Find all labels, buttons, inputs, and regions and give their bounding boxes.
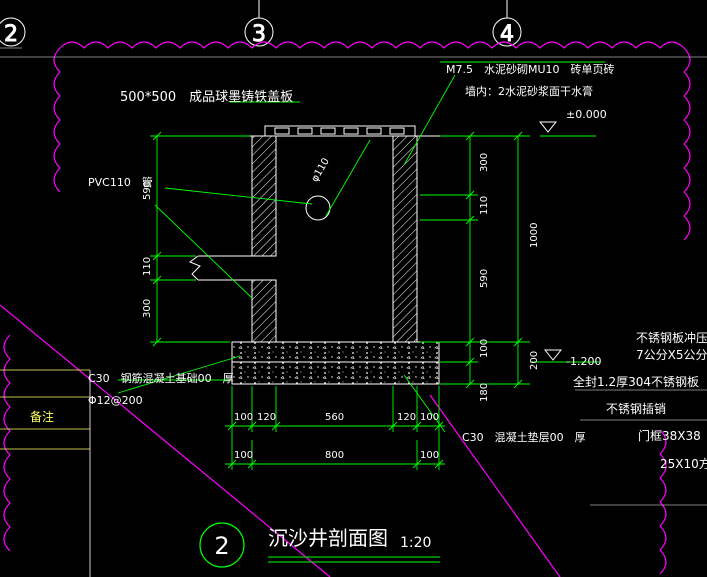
dim-b1-100b: 100 [420, 412, 439, 423]
wall-spec-line1[interactable]: M7.5 水泥砂砌MU10 砖单页砖 [446, 62, 615, 76]
level-marker-top [538, 121, 558, 133]
drawing-title: 2 沉沙井剖面图 1:20 [199, 522, 440, 568]
dim-b1-120a: 120 [257, 412, 276, 423]
pipe-label[interactable]: PVC110 管 [88, 175, 153, 189]
title-text[interactable]: 沉沙井剖面图 [268, 526, 388, 550]
annotations: 500*500 成品球墨铸铁盖板 M7.5 水泥砂砌MU10 砖单页砖 墙内：2… [88, 62, 615, 461]
dim-b2-800: 800 [325, 450, 344, 461]
note-size[interactable]: 7公分X5公分 [636, 348, 707, 362]
base-slab[interactable] [231, 341, 440, 363]
grid-label-3: 3 [252, 22, 266, 47]
ground-level-label[interactable]: ±0.000 [566, 108, 607, 121]
left-wall-lower[interactable] [251, 279, 277, 343]
grid-lines [0, 47, 707, 506]
level-symbols [538, 121, 563, 361]
cushion-layer[interactable] [231, 361, 440, 385]
note-sealed-plate[interactable]: 全封1.2厚304不锈钢板 [573, 374, 699, 389]
grid-axis-4[interactable]: 4 [492, 0, 522, 48]
grid-label-2: 2 [4, 22, 18, 47]
dim-b2-100b: 100 [420, 450, 439, 461]
title-scale[interactable]: 1:20 [400, 535, 431, 551]
dim-b1-100a: 100 [234, 412, 253, 423]
cushion-label[interactable]: C30 混凝土垫层00 厚 [462, 430, 586, 444]
dim-right-1000: 1000 [529, 223, 540, 248]
dim-b2-100a: 100 [234, 450, 253, 461]
dim-right-300: 300 [479, 153, 490, 172]
dim-b1-120b: 120 [397, 412, 416, 423]
remark-label: 备注 [30, 409, 54, 424]
revision-cloud [0, 41, 691, 577]
dim-right-200: 200 [529, 351, 540, 370]
inlet-pipe[interactable] [188, 195, 331, 281]
title-number: 2 [214, 532, 229, 560]
diameter-label[interactable]: φ110 [310, 156, 332, 184]
dim-right-590: 590 [479, 269, 490, 288]
cover-label[interactable]: 500*500 成品球墨铸铁盖板 [120, 89, 293, 105]
grid-axis-2[interactable]: 2 [0, 17, 26, 48]
base-slab-label[interactable]: C30 钢筋混凝土基础00 厚 [88, 371, 234, 385]
note-door-panel[interactable]: 不锈钢板冲压门 [636, 330, 707, 345]
right-wall[interactable] [392, 135, 418, 343]
grid-axis-3[interactable]: 3 [244, 0, 274, 48]
dim-left-300: 300 [142, 299, 153, 318]
bottom-level-label[interactable]: -1.200 [566, 355, 601, 368]
dim-right-100: 100 [479, 339, 490, 358]
right-notes: 不锈钢板冲压门 7公分X5公分 全封1.2厚304不锈钢板 不锈钢插销 门框38… [573, 330, 707, 471]
dim-left-110: 110 [142, 257, 153, 276]
level-marker-bottom [543, 349, 563, 361]
note-frame[interactable]: 门框38X38 [638, 428, 701, 443]
note-bolt[interactable]: 不锈钢插销 [606, 402, 666, 416]
grid-axes: 2 3 4 [0, 0, 522, 48]
remark-table: 备注 [0, 369, 91, 577]
dim-left-590: 590 [142, 181, 153, 200]
wall-spec-line2[interactable]: 墙内：2水泥砂浆面干水膏 [465, 84, 593, 98]
left-wall-upper[interactable] [251, 135, 277, 257]
dim-right-180: 180 [479, 383, 490, 402]
rebar-label[interactable]: Φ12@200 [88, 394, 143, 407]
dim-b1-560: 560 [325, 412, 344, 423]
dim-right-110: 110 [479, 196, 490, 215]
dimensions [117, 61, 605, 470]
grid-label-4: 4 [500, 22, 514, 47]
cover-plate[interactable] [200, 125, 530, 137]
note-square-bar[interactable]: 25X10方 [660, 456, 707, 471]
